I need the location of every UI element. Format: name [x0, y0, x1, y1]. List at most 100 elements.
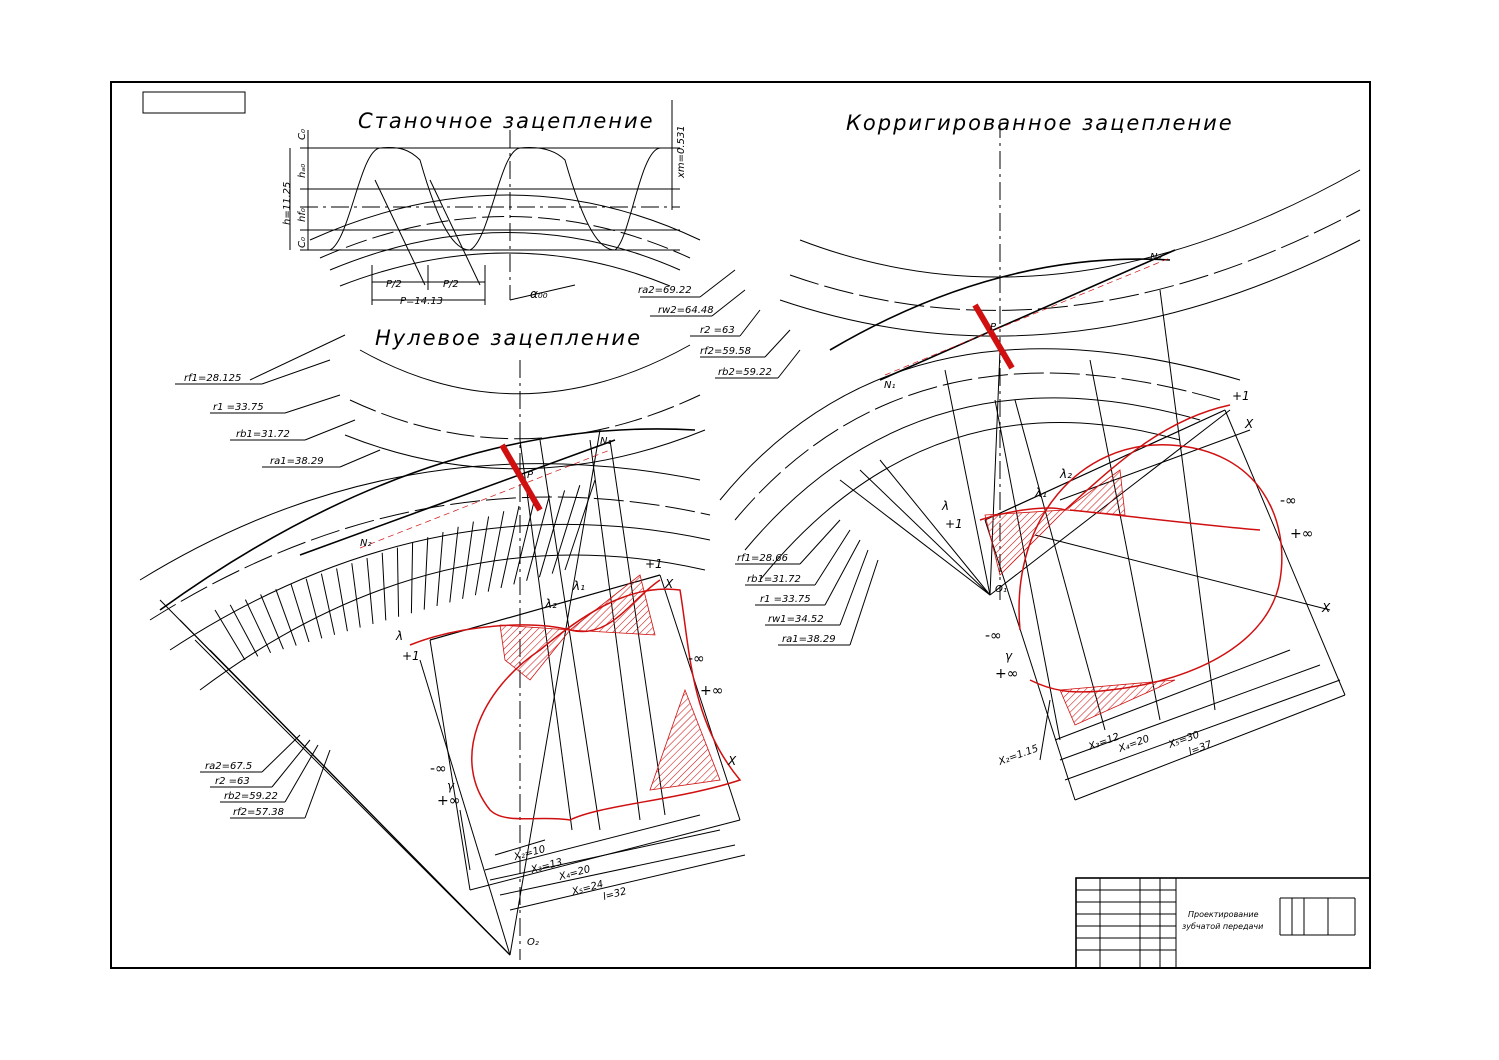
corrected-gamma: γ — [1005, 649, 1013, 663]
tooth-ray — [275, 589, 297, 646]
tooth-ray — [305, 578, 323, 639]
corrected-mesh-geometry — [640, 120, 1361, 801]
zero-point-n2: N₂ — [360, 538, 372, 549]
machine-c0-bottom: C₀ — [297, 237, 308, 248]
zero-lambda: λ — [395, 629, 403, 643]
tooth-ray — [436, 531, 444, 607]
stamp-line-1: Проектирование — [1188, 910, 1259, 919]
zero-radius-rb2: rb2=59.22 — [224, 791, 278, 802]
tooth-ray — [564, 479, 596, 571]
tooth-ray — [396, 547, 400, 617]
tooth-ray — [423, 537, 429, 610]
corrected-point-p: P — [990, 322, 997, 333]
corrected-plus1: +1 — [1232, 389, 1250, 403]
machine-mesh — [289, 100, 701, 305]
corrected-radius-rb1: rb1=31.72 — [747, 574, 801, 585]
corrected-radius-ra1: ra1=38.29 — [782, 634, 836, 645]
tooth-ray — [229, 604, 259, 657]
title-block — [1075, 877, 1371, 969]
corrected-radius-rw2: rw2=64.48 — [658, 305, 714, 316]
zero-minus-inf: -∞ — [688, 651, 705, 667]
zero-point-n1: N₁ — [600, 436, 612, 447]
zero-radius-rf2: rf2=57.38 — [233, 807, 284, 818]
machine-hf-label: hf₀ — [297, 208, 308, 222]
zero-radius-rf1: rf1=28.125 — [184, 373, 241, 384]
corrected-radius-ra2: ra2=69.22 — [638, 285, 692, 296]
corrected-minus-inf: -∞ — [1280, 493, 1297, 509]
tooth-ray — [538, 490, 566, 578]
corrected-title: Корригированное зацепление — [846, 111, 1234, 135]
machine-xm-label: xm=0.531 — [676, 125, 687, 179]
zero-dim-x2: X₂=10 — [512, 844, 547, 863]
zero-radius-ra1: ra1=38.29 — [270, 456, 324, 467]
zero-point-p: P — [527, 470, 534, 481]
machine-half-pitch-2: P/2 — [443, 279, 459, 290]
tooth-ray — [320, 573, 336, 635]
corner-box — [142, 91, 246, 114]
corrected-point-n2: N₂ — [1150, 252, 1162, 263]
corrected-x-bottom: X — [1321, 601, 1331, 615]
tooth-ray — [410, 542, 414, 614]
corrected-dim-x2: X₂=1.15 — [996, 743, 1040, 768]
tooth-ray — [449, 526, 459, 603]
zero-radius-ra2: ra2=67.5 — [205, 761, 252, 772]
machine-alpha-label: α₀₀ — [530, 287, 548, 301]
zero-point-o2: O₂ — [527, 937, 539, 948]
stamp-line-2: зубчатой передачи — [1182, 922, 1263, 931]
corrected-x-top: X — [1244, 417, 1254, 431]
corrected-radius-rb2: rb2=59.22 — [718, 367, 772, 378]
zero-plus1-left: +1 — [402, 649, 420, 663]
zero-title: Нулевое зацепление — [375, 326, 642, 350]
corrected-point-o1: O₁ — [995, 584, 1007, 595]
corrected-plus-inf-left: +∞ — [995, 666, 1018, 682]
zero-radius-r2: r2 =63 — [215, 776, 250, 787]
corrected-plus1-left: +1 — [945, 517, 963, 531]
corrected-lambda: λ — [941, 499, 949, 513]
tooth-ray — [244, 599, 272, 654]
zero-minus-inf-left: -∞ — [430, 761, 447, 777]
corrected-point-n1: N₁ — [884, 380, 896, 391]
machine-c0-top: C₀ — [297, 129, 308, 140]
tooth-ray — [381, 552, 387, 621]
corrected-dim-x3: X₃=12 — [1086, 732, 1121, 754]
corrected-radius-rw1: rw1=34.52 — [768, 614, 824, 625]
tooth-ray — [500, 505, 520, 589]
tooth-ray — [513, 500, 535, 585]
zero-plus1: +1 — [645, 557, 663, 571]
corrected-radius-rf1: rf1=28.66 — [737, 553, 788, 564]
machine-half-pitch-1: P/2 — [386, 279, 402, 290]
machine-h-label: h=11.25 — [282, 182, 293, 225]
outer-frame — [110, 81, 1371, 969]
tooth-ray — [366, 557, 374, 625]
zero-gamma: γ — [447, 779, 455, 793]
tooth-ray — [214, 609, 246, 661]
tooth-ray — [551, 485, 581, 574]
corrected-minus-inf-left: -∞ — [985, 628, 1002, 644]
tooth-ray — [474, 516, 490, 596]
corrected-plus-inf: +∞ — [1290, 526, 1313, 542]
zero-diagram-red — [359, 443, 742, 821]
zero-lambda2: λ₂ — [544, 597, 557, 611]
machine-title: Станочное зацепление — [358, 109, 655, 133]
corrected-lambda2: λ₂ — [1059, 467, 1072, 481]
tooth-ray — [462, 521, 474, 599]
zero-radius-rb1: rb1=31.72 — [236, 429, 290, 440]
zero-x-bottom: X — [727, 754, 737, 768]
machine-ha-label: hₐ₀ — [297, 164, 308, 178]
zero-radius-r1: r1 =33.75 — [213, 402, 264, 413]
zero-lambda1: λ₁ — [572, 579, 585, 593]
corrected-radius-rf2: rf2=59.58 — [700, 346, 751, 357]
corrected-radius-r1: r1 =33.75 — [760, 594, 811, 605]
tooth-ray — [487, 511, 505, 592]
zero-plus-inf: +∞ — [700, 683, 723, 699]
tooth-ray — [336, 568, 348, 632]
zero-dim-x5: X₅=24 — [570, 879, 605, 898]
zero-mesh-geometry — [139, 334, 746, 960]
corrected-diagram-red — [884, 257, 1283, 726]
tooth-ray — [290, 583, 310, 643]
corrected-lambda1: λ₁ — [1034, 486, 1047, 500]
machine-pitch-label: P=14.13 — [400, 296, 443, 307]
corrected-dim-x4: X₄=20 — [1116, 734, 1151, 756]
corrected-radius-r2: r2 =63 — [700, 325, 735, 336]
